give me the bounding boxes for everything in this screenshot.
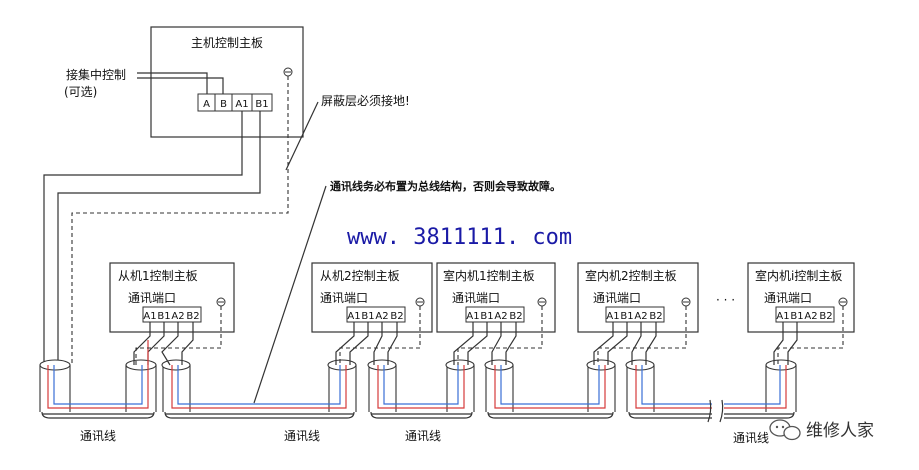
- main-terminal-b: B: [220, 99, 227, 110]
- indoor-board-2: 室内机2控制主板 通讯端口 A1 B1 A2 B2: [577, 262, 699, 333]
- website-url: www. 3811111. com: [347, 225, 572, 250]
- shield-ground-note: 屏蔽层必须接地!: [321, 93, 410, 108]
- main-terminal-a1: A1: [235, 99, 248, 110]
- indoor-board-i-title: 室内机i控制主板: [755, 268, 842, 283]
- indoor-board-i-terminal-a2: A2: [804, 311, 817, 322]
- cable-end-5: [367, 359, 397, 412]
- slave-board-1-terminal-b2: B2: [186, 311, 199, 322]
- slave-board-2-port-label: 通讯端口: [320, 291, 368, 305]
- indoor-board-2-terminal-b2: B2: [649, 311, 662, 322]
- bus-structure-note: 通讯线务必布置为总线结构，否则会导致故障。: [330, 179, 561, 193]
- indoor-board-1-ground-icon: [537, 297, 547, 307]
- slave-board-1: 从机1控制主板 通讯端口 A1 B1 A2 B2: [109, 262, 235, 333]
- indoor-board-1-terminal-b1: B1: [480, 311, 493, 322]
- more-boards-ellipsis: · · ·: [716, 293, 735, 307]
- slave-board-2-terminal-a2: A2: [375, 311, 388, 322]
- indoor-board-i-terminal-strip: [775, 306, 835, 323]
- indoor-board-2-terminal-strip: [605, 306, 665, 323]
- main-terminal-a: A: [203, 99, 210, 110]
- slave-board-1-ground-icon: [216, 297, 226, 307]
- cable-break-mark: [707, 399, 724, 423]
- main-control-board: 主机控制主板 A B A1 B1: [150, 26, 304, 138]
- indoor-board-2-ground-icon: [681, 297, 691, 307]
- slave-board-2-terminal-a1: A1: [347, 311, 360, 322]
- indoor-board-1-terminal-a1: A1: [466, 311, 479, 322]
- slave-board-2-title: 从机2控制主板: [320, 269, 400, 283]
- cable-end-4: [327, 359, 357, 412]
- indoor-board-2-terminal-b1: B1: [620, 311, 633, 322]
- slave-board-1-title: 从机1控制主板: [118, 269, 198, 283]
- indoor-board-1-terminal-a2: A2: [494, 311, 507, 322]
- cable-label-4: 通讯线: [733, 431, 769, 445]
- indoor-board-i-terminal-a1: A1: [776, 311, 789, 322]
- main-shield-wire: [71, 106, 289, 365]
- slave-board-2-terminal-strip: [346, 306, 406, 323]
- cable-label-1: 通讯线: [80, 429, 116, 443]
- main-terminal-b1: B1: [255, 99, 268, 110]
- indoor-board-1: 室内机1控制主板 通讯端口 A1 B1 A2 B2: [436, 262, 556, 333]
- indoor-board-i: 室内机i控制主板 通讯端口 A1 B1 A2 B2: [747, 262, 855, 333]
- cable-label-2: 通讯线: [284, 429, 320, 443]
- indoor-board-i-terminal-b2: B2: [819, 311, 832, 322]
- slave-board-1-terminal-a2: A2: [171, 311, 184, 322]
- cable-label-3: 通讯线: [405, 429, 441, 443]
- central-lead-b: [137, 77, 224, 94]
- main-terminal-strip: A B A1 B1: [197, 93, 273, 112]
- central-lead-a: [137, 72, 208, 94]
- indoor-board-2-terminal-a2: A2: [634, 311, 647, 322]
- watermark-text: 维修人家: [806, 421, 874, 441]
- shield-note-pointer: [285, 101, 319, 171]
- indoor-board-2-port-label: 通讯端口: [593, 291, 641, 305]
- slave-board-2-terminal-b2: B2: [390, 311, 403, 322]
- slave-board-2-ground-icon: [415, 297, 425, 307]
- board-drops: [133, 306, 844, 366]
- main-ground-icon: [283, 67, 293, 106]
- slave-board-2: 从机2控制主板 通讯端口 A1 B1 A2 B2: [311, 262, 433, 333]
- slave-board-1-terminal-a1: A1: [143, 311, 156, 322]
- indoor-board-i-terminal-b1: B1: [790, 311, 803, 322]
- indoor-board-1-port-label: 通讯端口: [452, 291, 500, 305]
- cable-runs: [41, 365, 795, 423]
- slave-board-2-terminal-b1: B1: [361, 311, 374, 322]
- bus-note-pointer: [253, 185, 327, 404]
- cable-end-6: [445, 359, 475, 412]
- indoor-board-1-terminal-strip: [465, 306, 525, 323]
- slave-board-1-port-label: 通讯端口: [128, 291, 176, 305]
- slave-board-1-terminal-b1: B1: [157, 311, 170, 322]
- central-control-label: 接集中控制: [66, 67, 126, 82]
- main-bus-wire-b1: [57, 111, 261, 365]
- main-bus-wire-a1: [43, 111, 243, 365]
- chat-bubble-icon: [769, 419, 801, 441]
- indoor-board-1-title: 室内机1控制主板: [443, 268, 535, 283]
- indoor-board-i-ground-icon: [838, 297, 848, 307]
- main-terminal-box-b1: [251, 93, 273, 112]
- optional-label: (可选): [64, 85, 97, 99]
- indoor-board-1-terminal-b2: B2: [509, 311, 522, 322]
- slave-board-1-terminal-strip: [142, 306, 202, 323]
- indoor-board-2-terminal-a1: A1: [606, 311, 619, 322]
- watermark: 维修人家: [769, 419, 874, 441]
- main-board-frame: [150, 26, 304, 138]
- main-board-title: 主机控制主板: [191, 36, 263, 50]
- indoor-board-2-title: 室内机2控制主板: [585, 268, 677, 283]
- indoor-board-i-port-label: 通讯端口: [764, 291, 812, 305]
